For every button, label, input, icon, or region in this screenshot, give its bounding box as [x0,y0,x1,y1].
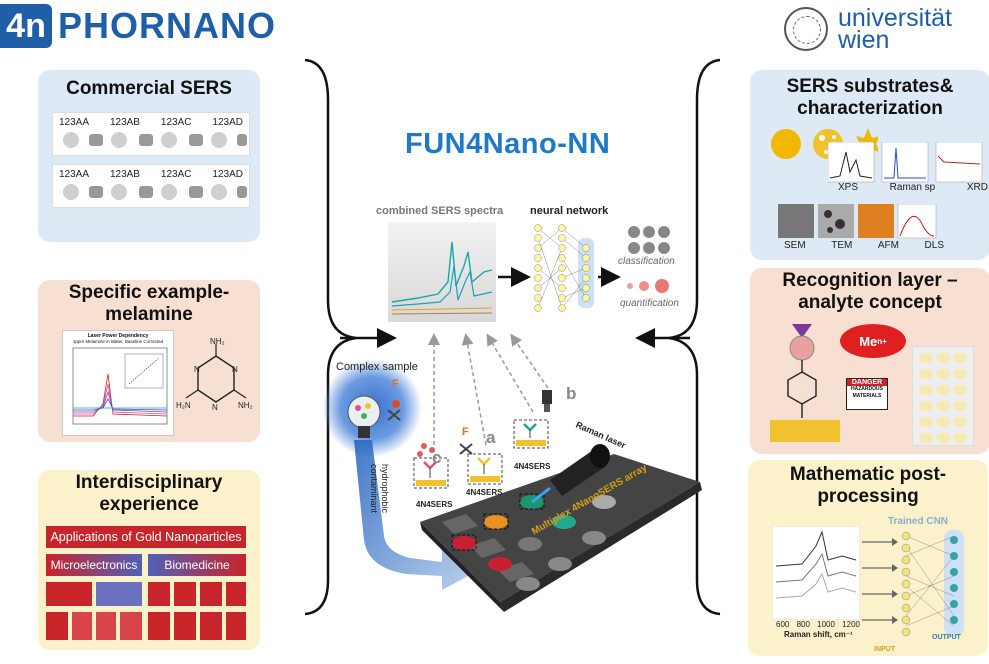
neural-network-icon [534,224,594,312]
molecule-label: N [194,365,200,374]
char-labels-row2: SEM TEM AFM DLS [784,240,944,251]
sensor-array-plate [420,444,702,612]
sensor-tag-b-icon [513,390,552,449]
interdisciplinary-title: Interdisciplinary experience [75,472,223,515]
center-title: FUN4Nano-NN [405,128,611,160]
spectra-lines-icon [391,241,493,315]
melamine-panel: Specific example- melamine Laser Power D… [38,280,260,442]
sensor-tag-a-icon [459,443,503,485]
classification-dots-icon [628,226,670,254]
input-label: INPUT [874,646,895,653]
university-seal-icon [784,7,828,51]
melamine-title: Specific example- melamine [68,282,230,325]
sample-vial-icon [347,395,401,438]
letter-b: b [566,384,577,403]
dashed-arrow-3 [486,333,534,413]
output-label: OUTPUT [932,634,961,641]
trained-cnn-icon [862,530,964,637]
hazard-sign: DANGER HAZARDOUS MATERIALS [846,378,888,410]
university-name: universität wien [838,4,952,54]
sers-chip-row-icon [63,132,247,148]
laser-power-plot: Laser Power Dependency 1ppm Melamine in … [62,330,174,436]
char-labels-row1: XPS Raman sp XRD [838,182,988,193]
quantification-label: quantification [620,298,679,309]
letter-a: a [486,428,496,447]
sers-tag-c: 4N4SERS [416,500,453,509]
molecule-label: N [212,403,218,412]
applications-box: Applications of Gold Nanoparticles [46,526,246,548]
commercial-sers-panel: Commercial SERS 123AA 123AB 123AC 123AD … [38,70,260,242]
neural-network-label: neural network [530,205,609,217]
combined-spectra-label: combined SERS spectra [376,205,504,217]
interdisciplinary-panel: Interdisciplinary experience Application… [38,470,260,650]
pill-blister-icon [912,346,974,446]
recognition-molecule-icon [770,324,840,442]
sers-tag-a: 4N4SERS [466,488,503,497]
recognition-title: Recognition layer – analyte concept [782,270,958,313]
input-spectra-icon [772,526,860,620]
microelectronics-box: Microelectronics [46,554,142,576]
dashed-arrow-4 [510,333,549,389]
sers-chip-strip-1: 123AA 123AB 123AC 123AD [52,112,250,156]
sers-chip-strip-2: 123AA 123AB 123AC 123AD [52,164,250,208]
molecule-label: H₂N [176,401,191,410]
trained-cnn-label: Trained CNN [888,516,949,527]
biomedicine-box: Biomedicine [148,554,246,576]
postprocessing-panel: Mathematic post- processing Trained CNN … [748,460,988,656]
postprocessing-title: Mathematic post- processing [789,464,947,507]
phornano-logo: 4n PHORNANO [0,0,290,52]
sub-application-grid-icon [46,582,246,640]
combined-spectra-plot [388,222,496,322]
logo-name: PHORNANO [58,5,277,46]
logo-mark: 4n [0,4,52,48]
microscopy-images-icon [778,204,937,239]
xps-raman-xrd-plots-icon [828,142,983,183]
melamine-spectra-icon [72,347,168,425]
sers-tag-b: 4N4SERS [514,462,551,471]
fluorine-label: F [392,378,399,390]
fluorine-label-a: F [462,426,469,438]
dashed-arrow-2 [461,333,487,446]
hydrophobic-label: hydrophobic contaminant [369,464,390,514]
complex-sample-label: Complex sample [336,361,418,373]
commercial-sers-title: Commercial SERS [66,78,232,99]
molecule-label: N [232,365,238,374]
substrates-panel: SERS substrates& characterization XPS Ra… [750,70,989,260]
sers-chip-row-icon [63,184,247,200]
university-logo: universität wien [784,4,984,54]
letter-c: c [432,448,442,467]
molecule-label: NH₂ [210,338,225,346]
substrates-title: SERS substrates& characterization [786,76,954,119]
molecule-label: NH₂ [238,401,253,410]
postproc-ticks: 600 800 1000 1200 [776,620,860,629]
raman-shift-axis-label: Raman shift, cm⁻¹ [784,630,853,639]
melamine-molecule-icon: NH₂ N N N H₂N NH₂ [176,338,253,412]
sensor-tag-c-icon [413,443,449,489]
quantification-dots-icon [627,279,669,293]
classification-label: classification [618,256,675,267]
